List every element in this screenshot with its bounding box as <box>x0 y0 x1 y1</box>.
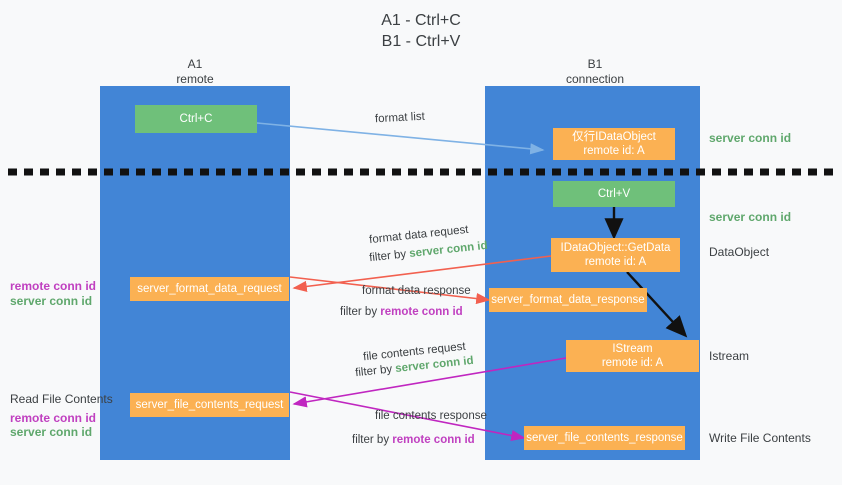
label-read-file-contents: Read File Contents <box>10 392 113 406</box>
box-ctrl-c-label: Ctrl+C <box>179 113 213 125</box>
arrow-label-file-contents-response-filter: filter by remote conn id <box>352 433 475 448</box>
diagram-title: A1 - Ctrl+C B1 - Ctrl+V <box>0 10 842 52</box>
arrow-label-format-data-response: format data response <box>362 285 471 297</box>
box-server-file-contents-request[interactable]: server_file_contents_request <box>130 393 289 417</box>
column-a1-role: remote <box>176 72 214 86</box>
label-server-conn-id-top: server conn id <box>709 131 792 145</box>
title-line-1: A1 - Ctrl+C <box>381 12 461 29</box>
label-istream: Istream <box>709 349 750 363</box>
box-istream[interactable]: IStream remote id: A <box>566 340 699 372</box>
column-header-b1: B1 connection <box>525 57 665 87</box>
box-server-file-contents-request-label: server_file_contents_request <box>135 399 284 411</box>
column-b1-role: connection <box>565 72 625 86</box>
filter-prefix: filter by <box>352 434 393 446</box>
label-server-conn-id-second: server conn id <box>709 210 792 224</box>
box-server-format-data-request-label: server_format_data_request <box>137 283 282 295</box>
box-server-file-contents-response[interactable]: server_file_contents_response <box>524 426 685 450</box>
column-a1-name: A1 <box>187 57 203 71</box>
label-write-file-contents: Write File Contents <box>709 431 811 445</box>
column-b1-name: B1 <box>587 57 603 71</box>
label-server-conn-id-upper: server conn id <box>10 294 93 308</box>
label-remote-conn-id-upper: remote conn id <box>10 279 97 293</box>
box-getdata-label: IDataObject::GetData <box>560 242 671 254</box>
box-idataobject[interactable]: 仅行IDataObject remote id: A <box>553 128 675 160</box>
box-server-format-data-request[interactable]: server_format_data_request <box>130 277 289 301</box>
box-getdata-sub: remote id: A <box>584 256 647 268</box>
arrow-label-format-data-response-filter: filter by remote conn id <box>340 305 463 320</box>
filter-prefix: filter by <box>340 306 381 318</box>
box-istream-sub: remote id: A <box>601 357 664 369</box>
box-idataobject-getdata[interactable]: IDataObject::GetData remote id: A <box>551 238 680 272</box>
box-idataobject-sub: remote id: A <box>583 145 645 157</box>
filter-prefix: filter by <box>354 363 396 380</box>
box-ctrl-v-label: Ctrl+V <box>597 188 631 200</box>
title-line-2: B1 - Ctrl+V <box>381 33 461 50</box>
column-header-a1: A1 remote <box>125 57 265 87</box>
filter-prefix: filter by <box>368 248 410 265</box>
arrow-label-format-list: format list <box>374 110 426 126</box>
arrow-label-file-contents-response: file contents response <box>375 410 487 422</box>
box-ctrl-c[interactable]: Ctrl+C <box>135 105 257 133</box>
label-remote-conn-id-lower: remote conn id <box>10 411 97 425</box>
label-dataobject: DataObject <box>709 245 770 259</box>
box-istream-label: IStream <box>612 343 653 355</box>
box-idataobject-label: 仅行IDataObject <box>572 131 656 143</box>
filter-value-remote-conn-id: remote conn id <box>380 306 463 318</box>
box-server-format-data-response-label: server_format_data_response <box>491 294 645 306</box>
filter-value-remote-conn-id: remote conn id <box>392 434 475 446</box>
box-ctrl-v[interactable]: Ctrl+V <box>553 181 675 207</box>
box-server-format-data-response[interactable]: server_format_data_response <box>489 288 647 312</box>
box-server-file-contents-response-label: server_file_contents_response <box>526 432 683 444</box>
label-server-conn-id-lower: server conn id <box>10 425 93 439</box>
